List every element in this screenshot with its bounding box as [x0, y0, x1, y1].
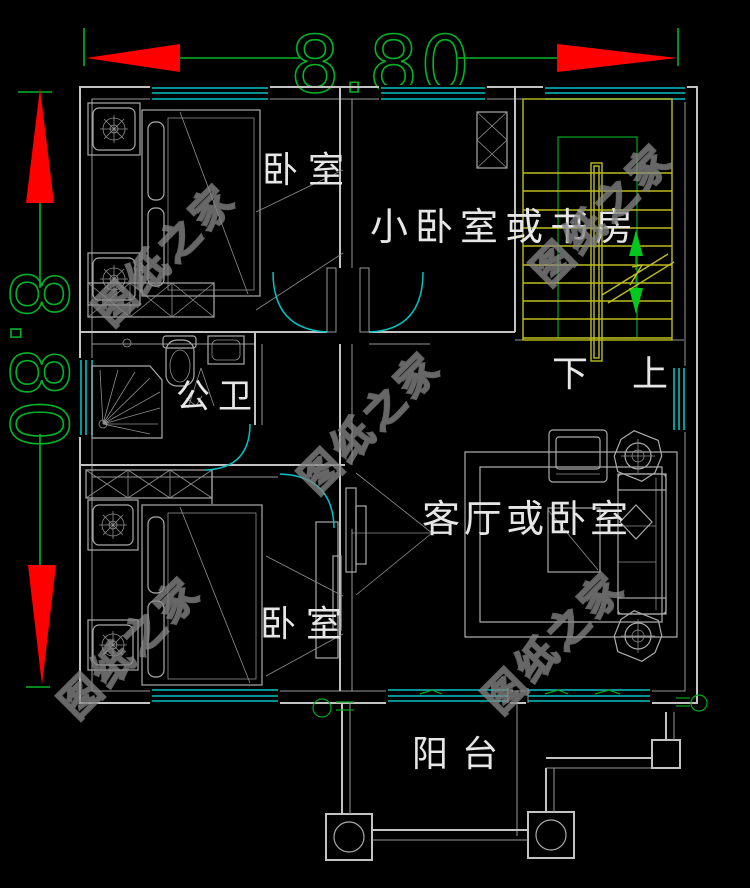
window-right-stairs	[671, 366, 687, 432]
window-bottom-living-2	[526, 686, 652, 705]
room-label-study: 小卧室或书房	[370, 205, 640, 249]
room-labels: 卧室 小卧室或书房 公卫 客厅或卧室 卧室 阳台	[176, 150, 640, 775]
stair-treads	[523, 172, 672, 339]
plant-icon	[608, 606, 668, 666]
balcony-column	[527, 811, 575, 859]
arrow-right-icon	[557, 44, 677, 72]
door-arc-bedroom-bottom	[279, 473, 335, 529]
bedroom-top-furniture	[87, 102, 344, 318]
outer-walls	[79, 86, 698, 704]
sink	[207, 335, 245, 365]
door-arc-bedroom-top	[272, 271, 329, 333]
windows	[78, 85, 687, 705]
bed	[141, 109, 261, 297]
toilet	[162, 335, 197, 387]
window-bottom-living-1	[386, 686, 510, 705]
room-label-living: 客厅或卧室	[422, 497, 632, 541]
nightstand	[87, 619, 139, 671]
window-bottom-bedroom	[150, 686, 280, 705]
stair-label-down: 下	[552, 354, 588, 395]
shower	[91, 365, 163, 439]
tv-cabinet	[315, 521, 342, 659]
room-label-bathroom: 公卫	[176, 377, 260, 417]
room-label-bedroom-bottom: 卧室	[260, 604, 352, 645]
study-furniture	[476, 111, 508, 169]
nightstand	[87, 102, 141, 156]
bathroom-fixtures	[91, 335, 245, 439]
door-arc-study	[368, 271, 424, 333]
stair-break-line	[601, 253, 675, 304]
living-room-furniture	[345, 426, 678, 666]
window-top-2	[379, 85, 487, 102]
wardrobe	[87, 282, 215, 318]
doors	[205, 271, 424, 529]
stair-railing	[590, 162, 603, 362]
dimension-left: 8.80	[0, 88, 83, 688]
tv-wall	[345, 472, 433, 596]
bathroom-leader-lines	[185, 367, 215, 409]
rug	[464, 451, 678, 638]
balcony-railing	[341, 703, 681, 841]
sofa	[617, 473, 667, 615]
arrow-left-icon	[86, 44, 180, 72]
staircase: 下 上	[522, 98, 675, 395]
wardrobe	[85, 469, 213, 504]
bed	[141, 504, 263, 686]
floor-drain-icon	[122, 338, 132, 348]
drain-pipe-icon	[676, 694, 708, 712]
door-arc-bathroom	[205, 423, 251, 471]
coffee-table	[547, 507, 601, 573]
dimension-left-value: 8.80	[0, 269, 82, 451]
armchair	[548, 429, 608, 483]
nightstand	[87, 499, 139, 551]
nightstand	[87, 252, 141, 306]
window-top-1	[150, 85, 270, 102]
balcony-column	[325, 813, 373, 861]
room-label-balcony: 阳台	[412, 734, 512, 775]
arrow-up-icon	[26, 88, 54, 203]
balcony	[312, 688, 708, 861]
drain-pipe-icon	[312, 698, 354, 718]
bedroom-bottom-furniture	[85, 469, 344, 686]
pillow	[619, 504, 653, 540]
room-label-bedroom-top: 卧室	[262, 150, 354, 191]
arrow-down-icon	[28, 565, 56, 685]
stair-label-up: 上	[632, 354, 668, 395]
